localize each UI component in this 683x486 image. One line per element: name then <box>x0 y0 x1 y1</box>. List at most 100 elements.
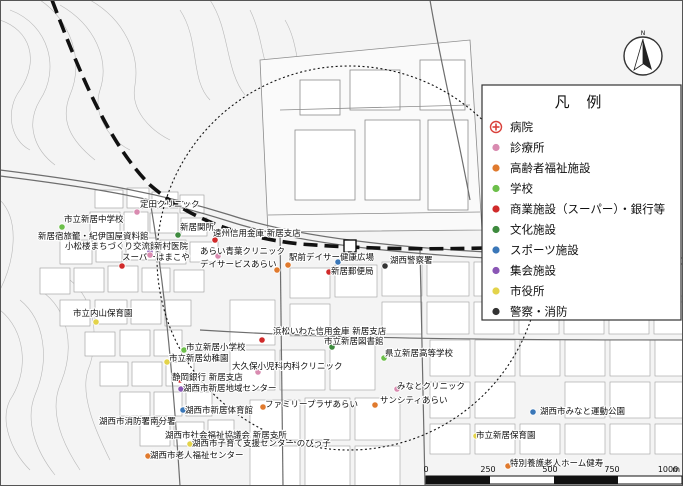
poi-label: あらい青葉クリニック <box>200 246 285 257</box>
legend-marker-icon <box>491 225 501 234</box>
poi-item[interactable]: 市立新居図書館 <box>323 335 385 351</box>
poi-marker-icon <box>214 252 222 260</box>
poi-label: スーパーはまこや <box>122 253 190 263</box>
legend-label: 商業施設（スーパー）・銀行等 <box>510 202 665 216</box>
poi-marker-icon <box>144 452 152 460</box>
legend-label: 市役所 <box>510 284 545 298</box>
legend-marker-icon <box>491 184 501 193</box>
poi-item[interactable]: あらい青葉クリニック <box>199 245 286 260</box>
poi-item[interactable]: 浜松いわた信用金庫 新居支店 <box>258 325 388 344</box>
poi-label: みなとクリニック <box>397 382 465 392</box>
poi-item[interactable]: 湖西市老人福祉センター <box>144 449 245 462</box>
poi-item[interactable]: 定田クリニック <box>133 198 201 216</box>
poi-item[interactable]: 大久保小児科内科クリニック <box>231 360 344 376</box>
scale-bar-segment-1 <box>426 476 490 484</box>
scale-unit-label: m <box>672 465 680 474</box>
poi-marker-icon <box>186 440 194 448</box>
station-icon <box>343 239 357 253</box>
poi-label: 特別養護老人ホーム健寿 <box>510 458 604 469</box>
legend-label: 診療所 <box>510 141 545 155</box>
poi-label: 湖西市新居地域センター <box>183 383 277 394</box>
poi-item[interactable]: 市立新居保育園 <box>472 429 537 442</box>
poi-item[interactable]: 遠州信用金庫 新居支店 <box>211 227 302 244</box>
poi-marker-icon <box>273 266 281 274</box>
poi-item[interactable]: 県立新居高等学校 <box>380 347 455 362</box>
legend-item: 病院 <box>489 120 533 134</box>
poi-marker-icon <box>146 251 154 259</box>
poi-item[interactable]: 湖西市子育て支援センター のびっ子 <box>186 437 332 450</box>
scale-tick-label: 750 <box>604 465 619 474</box>
poi-label: 湖西市みなと運動公園 <box>540 406 625 417</box>
poi-item[interactable]: 市立新居小学校 <box>180 341 247 354</box>
legend-marker-icon <box>491 204 501 214</box>
legend-marker-icon <box>491 307 501 316</box>
legend-item: 集会施設 <box>491 264 556 278</box>
poi-label: 遠州信用金庫 新居支店 <box>213 228 301 239</box>
poi-item[interactable]: 市立新居幼稚園 <box>163 352 230 366</box>
legend-marker-icon <box>491 163 501 173</box>
poi-item[interactable]: 湖西市社会福祉協議会 新居支所 <box>164 429 288 442</box>
legend-label: 文化施設 <box>510 223 556 237</box>
legend-marker-icon <box>489 120 503 134</box>
legend-label: 集会施設 <box>510 264 556 278</box>
poi-marker-icon <box>133 208 141 216</box>
poi-item[interactable]: 新村医院 <box>146 240 190 259</box>
poi-item[interactable]: みなとクリニック <box>393 381 466 393</box>
poi-marker-icon <box>176 376 184 384</box>
poi-label: 定田クリニック <box>140 199 200 210</box>
poi-marker-icon <box>393 385 401 393</box>
north-label: N <box>641 30 646 37</box>
poi-label: 湖西市新居体育館 <box>185 405 253 416</box>
poi-item[interactable]: デイサービスあらい <box>199 258 281 274</box>
legend-item: 診療所 <box>491 141 545 155</box>
poi-label: 湖西市子育て支援センター のびっ子 <box>192 438 331 449</box>
scale-tick-label: 1000 <box>658 465 678 474</box>
legend-label: スポーツ施設 <box>510 243 579 257</box>
poi-label: デイサービスあらい <box>200 259 277 270</box>
poi-item[interactable]: 健康広場 <box>334 251 376 266</box>
poi-label: 新村医院 <box>154 241 189 252</box>
poi-item[interactable]: 新居郵便局 <box>325 265 375 278</box>
poi-layer: 市立新居中学校新居宿旅籠・紀伊国屋資料館小松楼まちづくり交流館スーパーはまこや新… <box>37 198 626 470</box>
poi-marker-icon <box>174 231 182 239</box>
poi-label: 新居郵便局 <box>331 266 374 277</box>
poi-item[interactable]: 湖西警察署 <box>381 254 434 270</box>
industrial-area <box>259 39 483 233</box>
legend-marker-icon <box>491 143 501 152</box>
poi-item[interactable]: スーパーはまこや <box>118 252 191 270</box>
poi-item[interactable]: 湖西市みなと運動公園 <box>529 405 626 418</box>
poi-item[interactable]: 新居関所 <box>174 221 216 239</box>
poi-marker-icon <box>154 420 162 428</box>
poi-marker-icon <box>380 354 388 362</box>
poi-item[interactable]: 湖西市新居体育館 <box>179 404 254 417</box>
poi-label: 県立新居高等学校 <box>385 348 454 359</box>
poi-item[interactable]: 市立内山保育園 <box>72 307 134 326</box>
poi-marker-icon <box>325 268 333 276</box>
poi-item[interactable]: サンシティあらい <box>371 395 449 409</box>
poi-item[interactable]: 市立新居中学校 <box>58 213 125 231</box>
poi-marker-icon <box>92 318 100 326</box>
poi-label: 湖西市社会福祉協議会 新居支所 <box>165 430 287 441</box>
poi-item[interactable]: 湖西市消防署南分署 <box>98 415 177 428</box>
legend-label: 病院 <box>510 120 533 134</box>
poi-item[interactable]: 特別養護老人ホーム健寿 <box>504 457 605 470</box>
poi-label: ファミリープラザあらい <box>265 400 358 410</box>
poi-item[interactable]: 湖西市新居地域センター <box>177 382 278 395</box>
scale-tick-label: 250 <box>480 465 495 474</box>
poi-marker-icon <box>504 462 512 470</box>
scale-bar-segment-3 <box>554 476 618 484</box>
poi-label: 市立内山保育園 <box>73 308 133 319</box>
poi-marker-icon <box>381 262 389 270</box>
legend-item: 警察・消防 <box>491 305 568 319</box>
poi-item[interactable]: 新居宿旅籠・紀伊国屋資料館 <box>37 230 150 243</box>
poi-marker-icon <box>258 336 266 344</box>
legend-item: 市役所 <box>491 284 545 298</box>
poi-label: 小松楼まちづくり交流館 <box>65 241 159 252</box>
poi-marker-icon <box>284 261 292 269</box>
poi-label: 健康広場 <box>340 252 375 263</box>
poi-item[interactable]: 静岡銀行 新居支店 <box>171 371 244 384</box>
poi-item[interactable]: ファミリープラザあらい <box>259 399 359 411</box>
legend-label: 警察・消防 <box>510 305 568 319</box>
